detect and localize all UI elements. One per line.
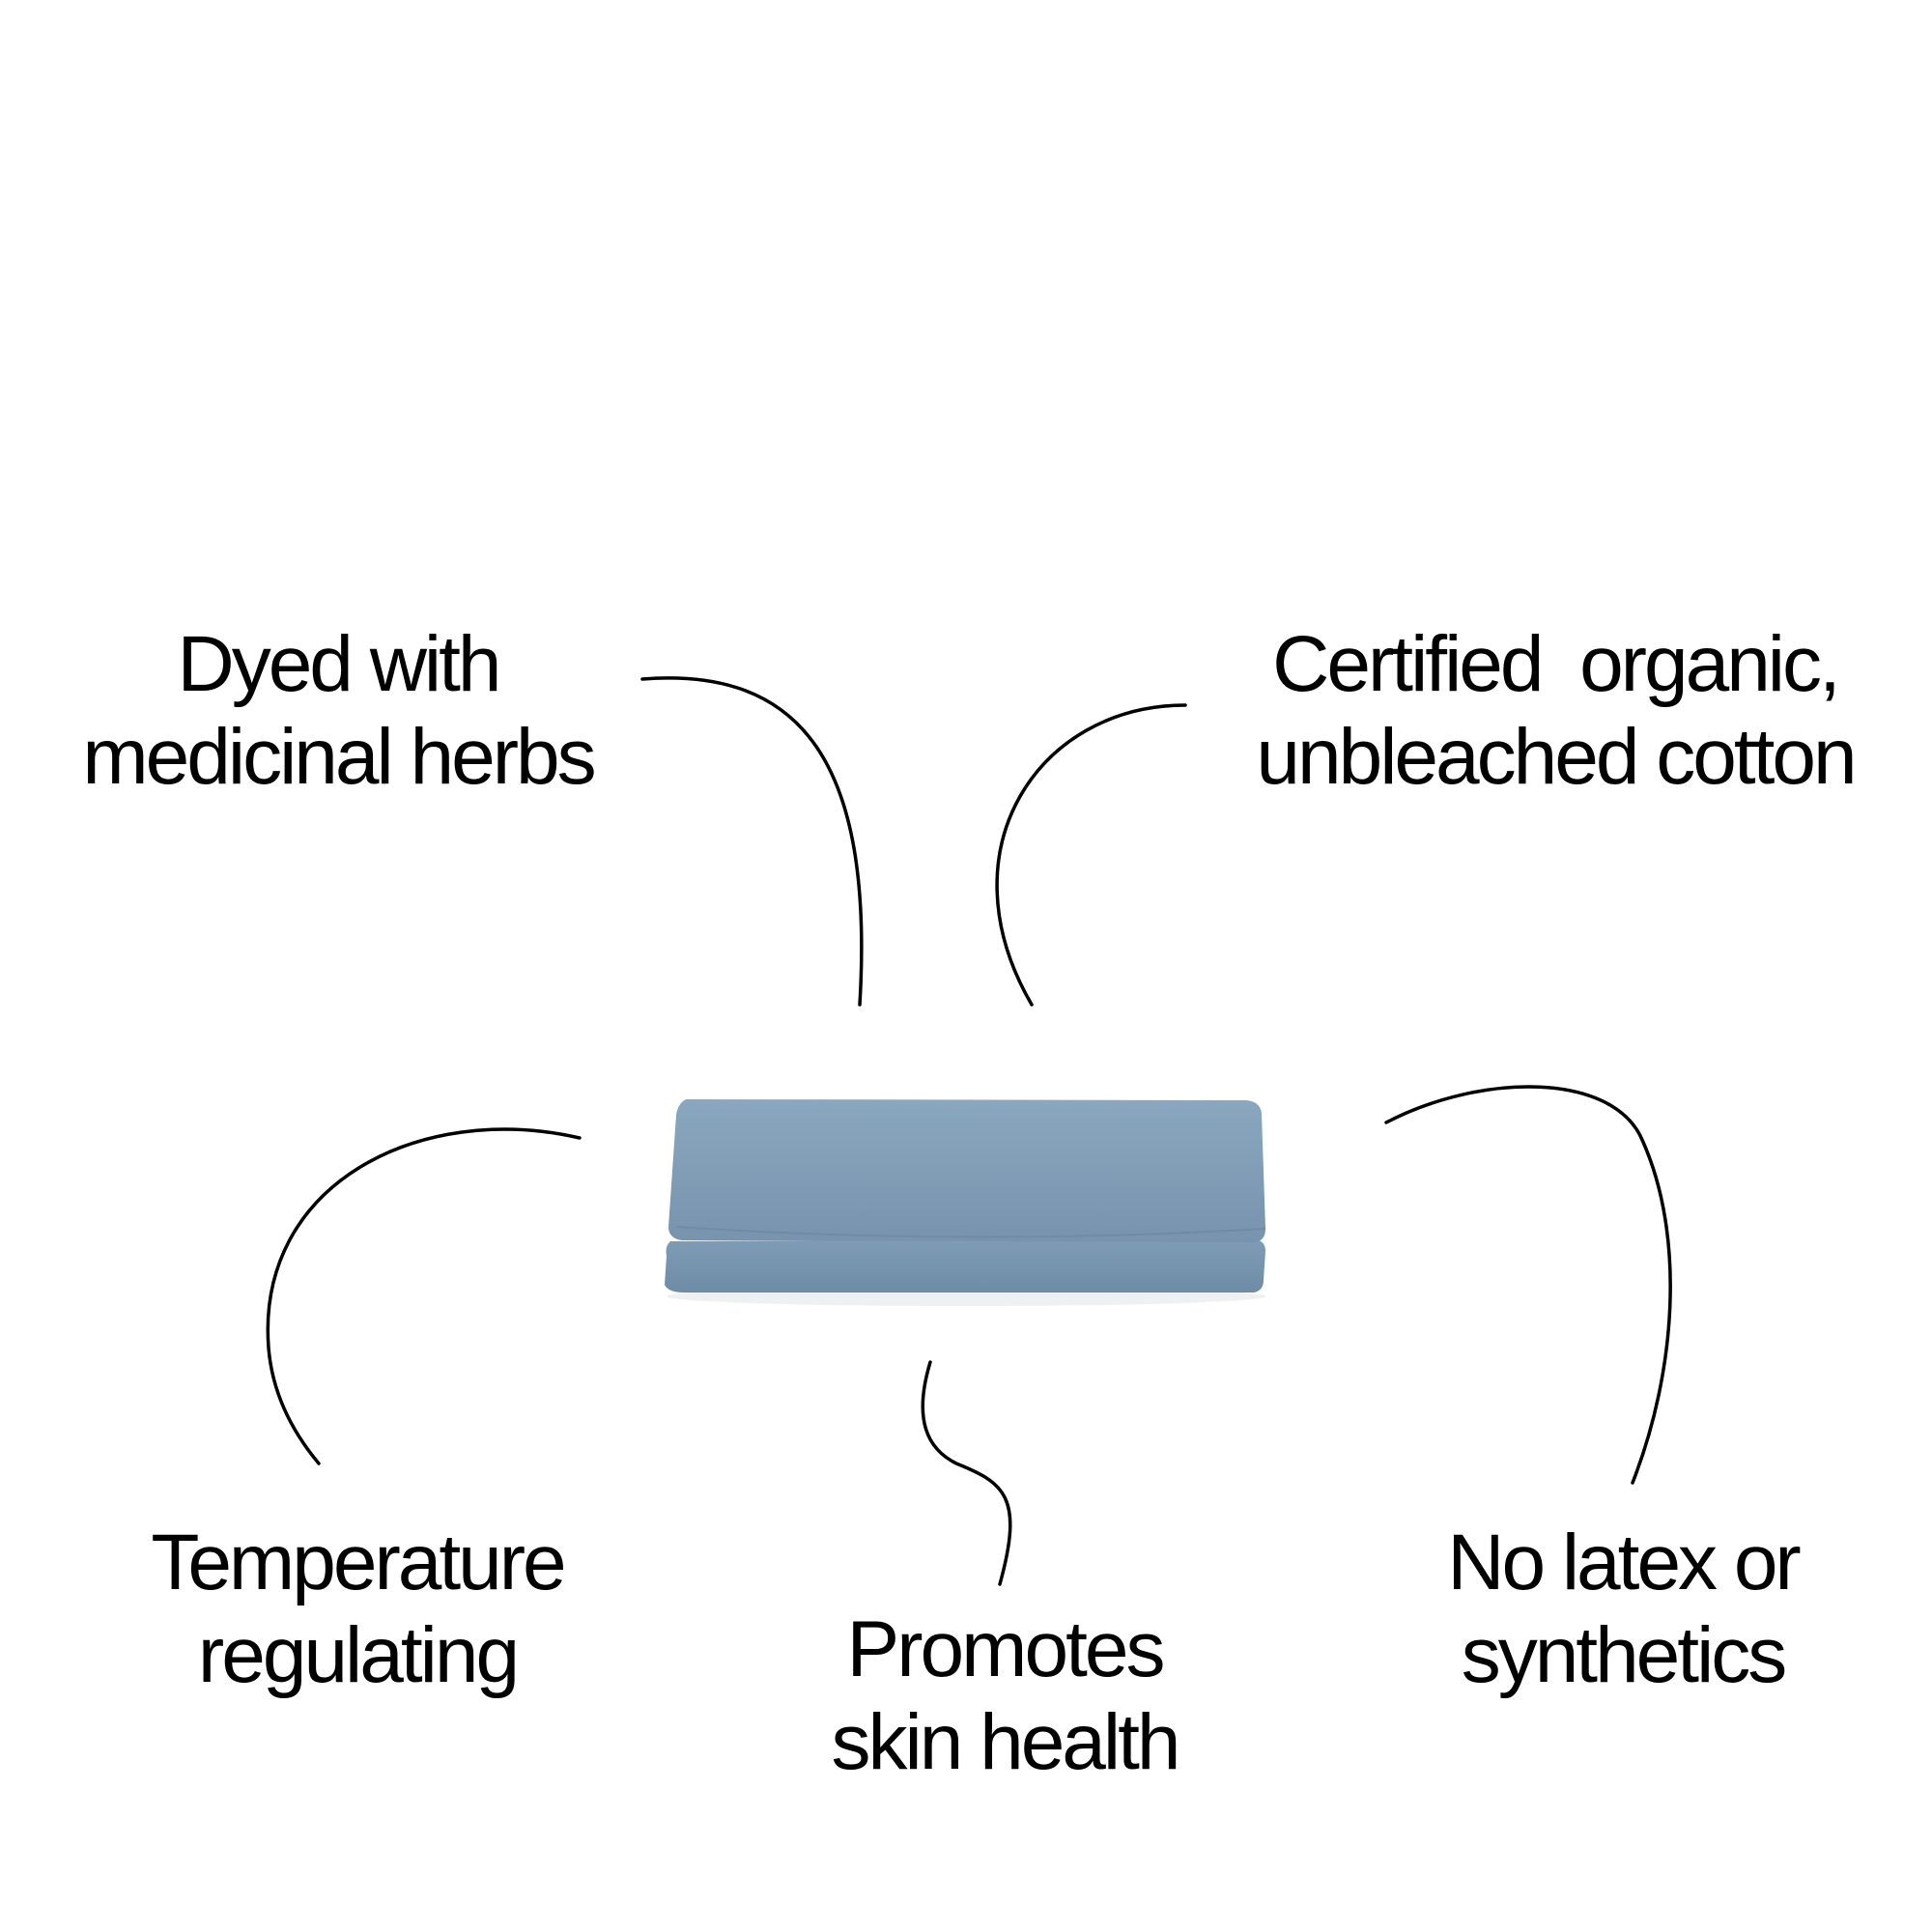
- connector-skin: [921, 1360, 1012, 1586]
- connector-temperature: [266, 1127, 582, 1465]
- callout-text-line: synthetics: [1461, 1611, 1788, 1699]
- connector-certified: [995, 703, 1187, 1007]
- callout-text-line: No latex or: [1447, 1519, 1802, 1606]
- callout-text-line: skin health: [831, 1698, 1180, 1786]
- callout-temperature-regulating: Temperature regulating: [126, 1517, 589, 1702]
- callout-promotes-skin-health: Promotes skin health: [802, 1604, 1208, 1789]
- callout-text-line: Promotes: [846, 1605, 1166, 1693]
- callout-text-line: regulating: [197, 1611, 520, 1699]
- callout-certified-organic: Certified organic, unbleached cotton: [1227, 618, 1884, 804]
- connector-dyed: [640, 676, 864, 1007]
- connector-latex: [1384, 1085, 1672, 1485]
- sheet-top-fold: [668, 1099, 1265, 1242]
- callout-text-line: Dyed with: [177, 620, 501, 708]
- callout-dyed-with-herbs: Dyed with medicinal herbs: [68, 618, 609, 804]
- callout-text-line: Temperature: [151, 1519, 566, 1606]
- folded-sheet-image: [665, 1099, 1266, 1306]
- callout-no-latex: No latex or synthetics: [1410, 1517, 1835, 1702]
- callout-text-line: unbleached cotton: [1256, 713, 1857, 801]
- callout-text-line: Certified organic,: [1272, 620, 1841, 708]
- sheet-bottom-fold: [665, 1239, 1265, 1293]
- callout-text-line: medicinal herbs: [82, 713, 596, 801]
